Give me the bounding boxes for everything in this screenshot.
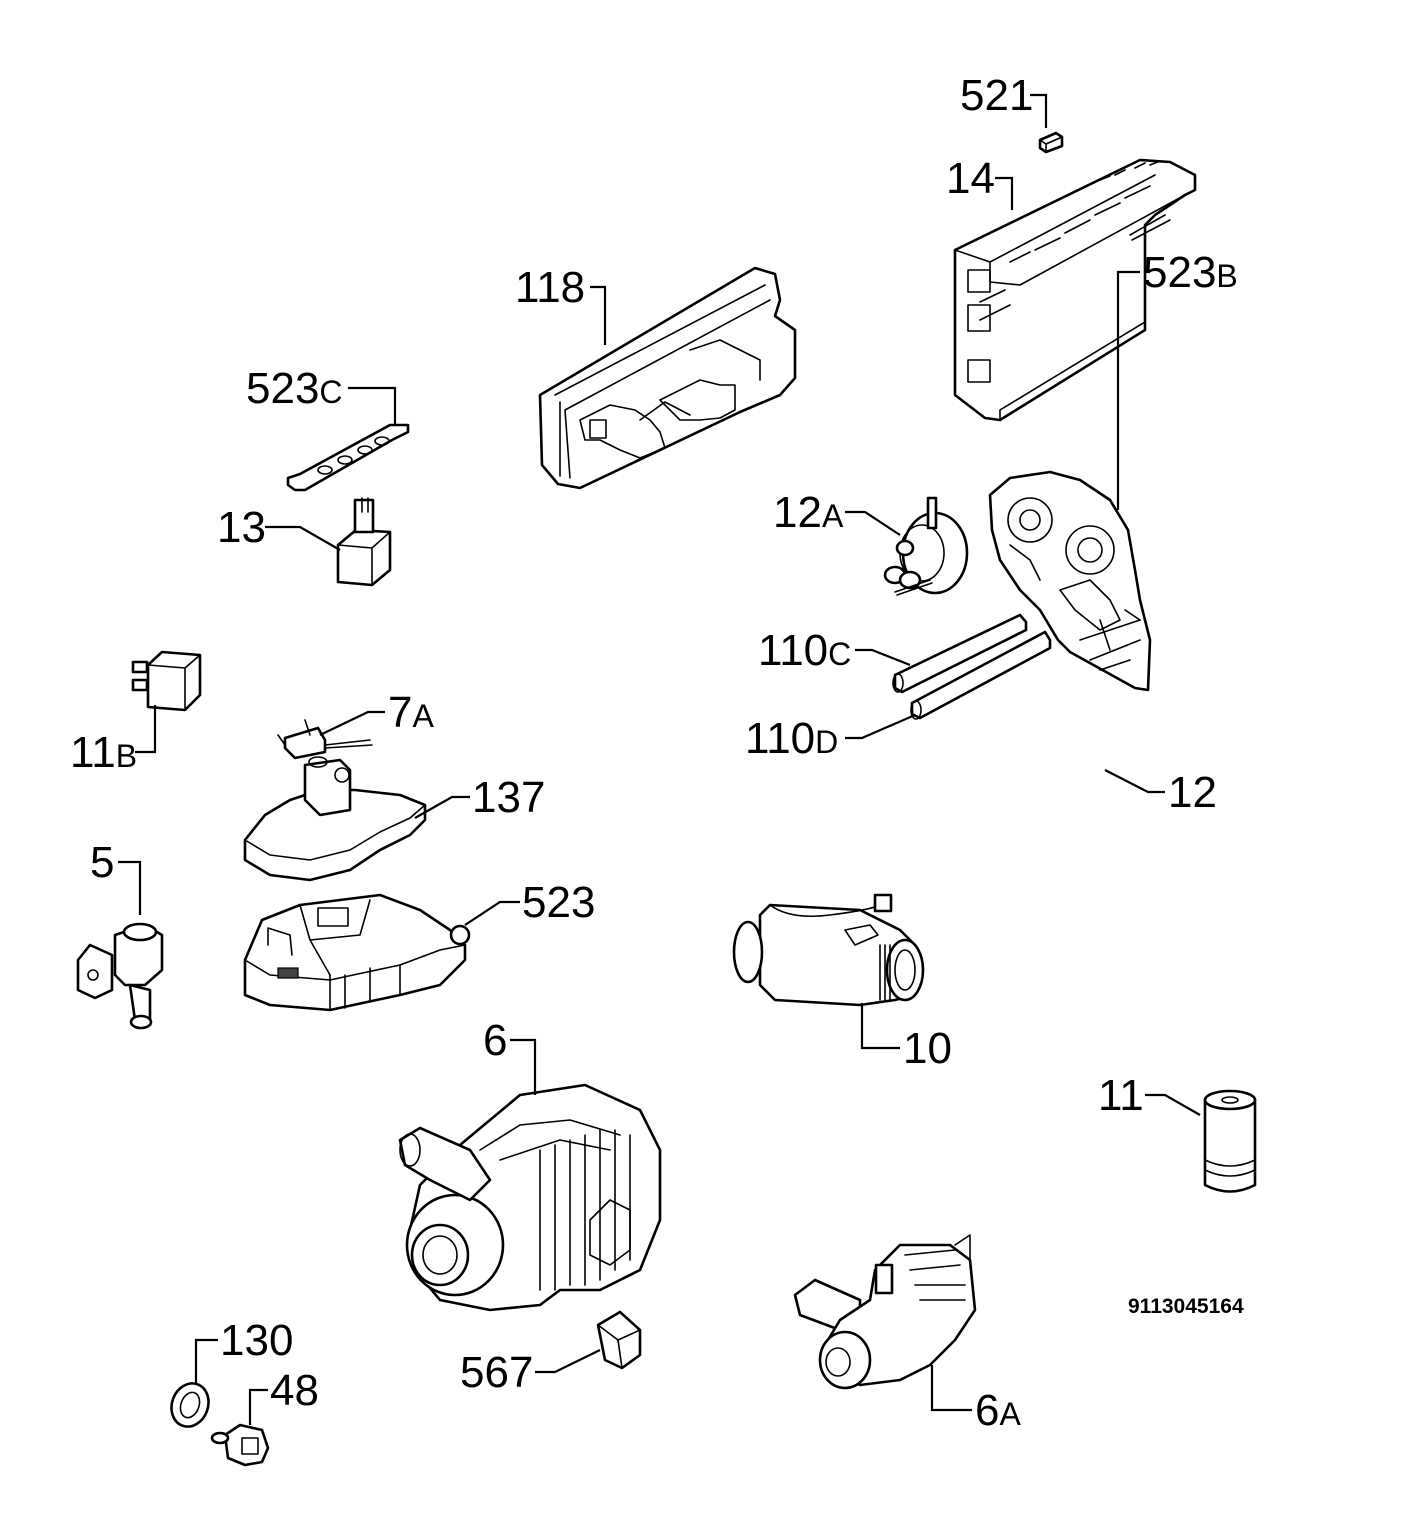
part-48-plug: [210, 1423, 270, 1467]
part-14-control-module: [953, 158, 1197, 422]
callout-11b: 11B: [70, 728, 137, 777]
part-6a-drain-pump: [793, 1234, 977, 1390]
part-11b-relay: [131, 650, 202, 712]
part-567-clip: [596, 1310, 642, 1370]
callout-6: 6: [483, 1016, 507, 1065]
part-110d-hose: [910, 630, 1052, 720]
callout-118: 118: [515, 263, 585, 312]
callout-48: 48: [270, 1366, 319, 1415]
part-523c-bracket: [286, 423, 410, 492]
drawing-number: 9113045164: [1128, 1295, 1244, 1318]
callout-523b: 523B: [1143, 248, 1238, 297]
callout-567: 567: [460, 1348, 533, 1397]
callout-13: 13: [217, 503, 266, 552]
callout-523: 523: [522, 878, 595, 927]
part-11-capacitor: [1203, 1089, 1257, 1193]
part-523-air-break: [243, 893, 471, 1012]
part-137-cover: [243, 756, 427, 882]
part-7a-sensor: [277, 719, 373, 760]
callout-110d: 110D: [745, 714, 838, 763]
part-13-switch: [336, 497, 392, 587]
callout-7a: 7A: [388, 688, 434, 737]
callout-521: 521: [960, 71, 1033, 120]
callout-5: 5: [90, 838, 114, 887]
callout-10: 10: [903, 1024, 952, 1073]
part-130-seal: [170, 1382, 210, 1428]
callout-6a: 6A: [975, 1386, 1021, 1435]
callout-12: 12: [1168, 768, 1217, 817]
callout-14: 14: [946, 154, 995, 203]
part-523b-distributor: [988, 470, 1152, 692]
callout-11: 11: [1098, 1071, 1144, 1120]
leader-lines: [118, 93, 1201, 1425]
part-118-detergent-dispenser: [538, 266, 797, 490]
callout-130: 130: [220, 1316, 293, 1365]
part-110c-hose: [892, 613, 1028, 694]
callout-137: 137: [472, 773, 545, 822]
callout-110c: 110C: [758, 626, 851, 675]
part-5-inlet-valve: [76, 922, 164, 1030]
part-10-heater: [732, 893, 925, 1007]
callout-523c: 523C: [246, 364, 343, 413]
part-521-clip: [1038, 131, 1064, 154]
callout-12a: 12A: [773, 488, 844, 537]
part-6-circulation-pump: [398, 1083, 662, 1312]
part-12a-pressure-switch: [883, 496, 969, 596]
